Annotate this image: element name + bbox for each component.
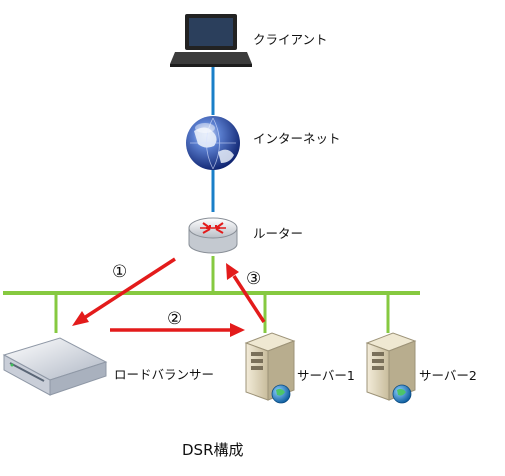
step-2-marker: ② [167, 309, 183, 329]
load-balancer-label: ロードバランサー [114, 367, 215, 382]
router-icon [188, 217, 238, 254]
server-icon [244, 332, 296, 404]
step-3-marker: ③ [246, 269, 262, 289]
flow-arrow-3 [226, 263, 266, 323]
diagram-caption: DSR構成 [182, 441, 244, 459]
router-label: ルーター [253, 226, 304, 241]
internet-label: インターネット [253, 131, 341, 146]
step-1-marker: ① [112, 262, 128, 282]
server1-label: サーバー1 [297, 368, 355, 383]
load-balancer-appliance-icon [2, 337, 108, 396]
globe-icon [186, 116, 240, 170]
flow-arrow-2 [110, 323, 245, 337]
laptop-icon [170, 14, 252, 67]
client-label: クライアント [253, 32, 328, 47]
server2-label: サーバー2 [419, 368, 477, 383]
flow-arrow-1 [72, 257, 176, 326]
server-icon [365, 332, 417, 404]
